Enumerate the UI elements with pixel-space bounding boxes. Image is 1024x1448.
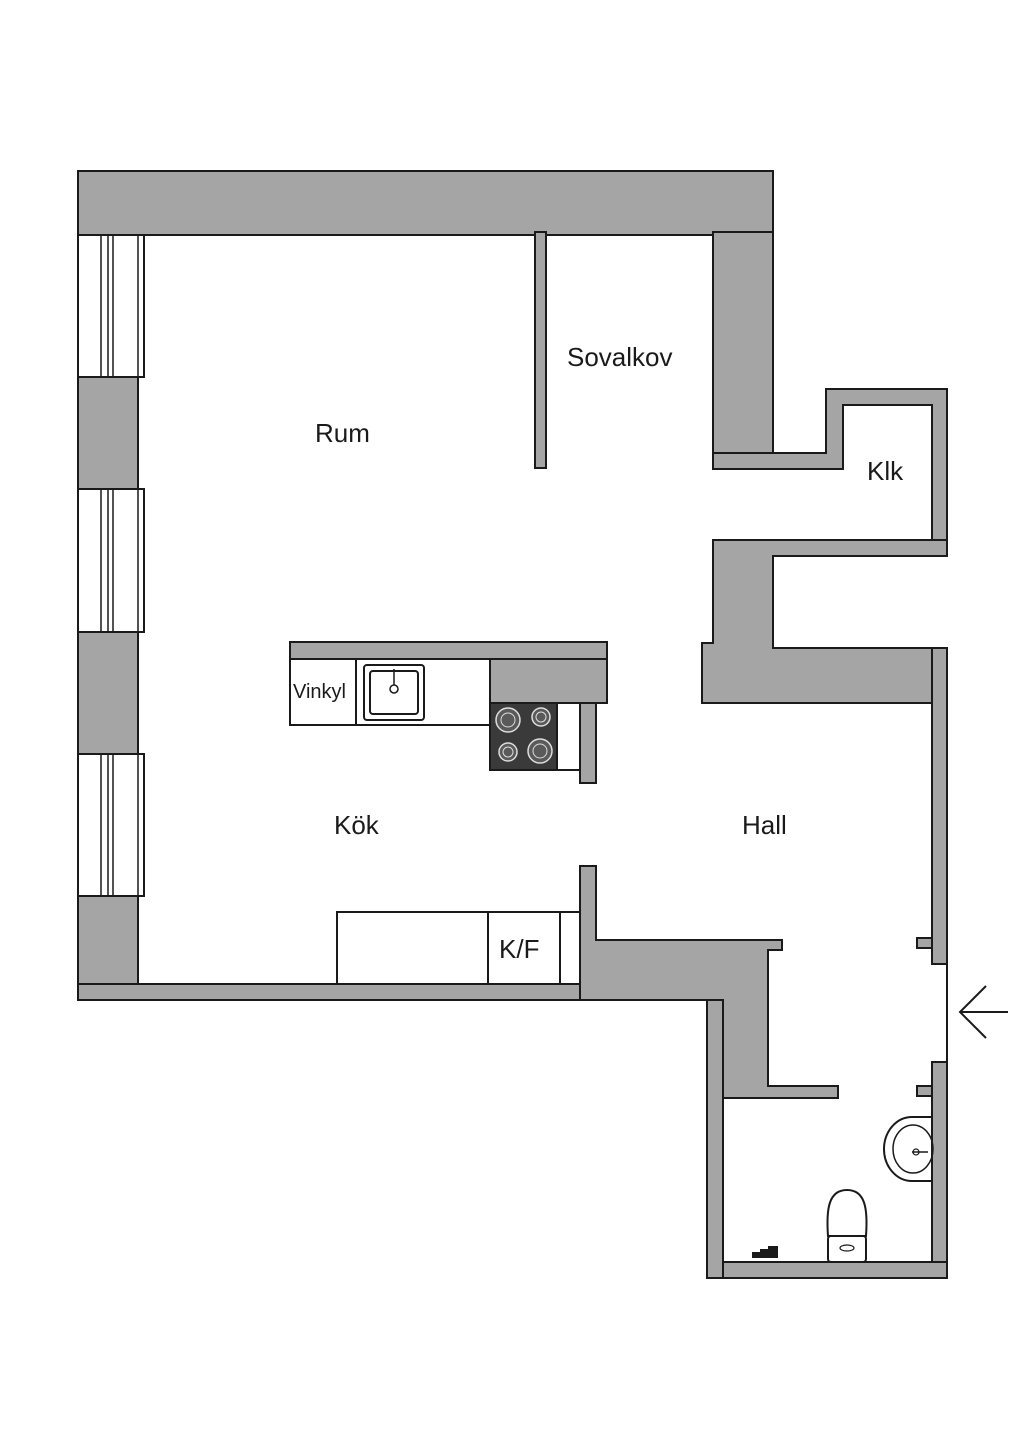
room-label-rum: Rum: [315, 418, 370, 448]
room-label-kok: Kök: [334, 810, 380, 840]
toilet-icon: [826, 1188, 868, 1263]
entrance-arrow-icon: [958, 985, 1008, 1039]
window-1: [77, 234, 145, 378]
exterior-walls: [77, 170, 948, 1279]
fixture-label-vinkyl: Vinkyl: [293, 681, 346, 703]
room-label-klk: Klk: [867, 456, 904, 486]
kitchen-sink-icon: [363, 664, 425, 721]
stove-icon: [489, 702, 558, 771]
room-label-hall: Hall: [742, 810, 787, 840]
fixture-label-kf: K/F: [499, 934, 539, 964]
counter-end: [556, 702, 581, 771]
kitchen-counter-lower: [336, 911, 581, 985]
window-2: [77, 488, 145, 633]
floor-drain-icon: [752, 1246, 778, 1258]
window-3: [77, 753, 145, 897]
washbasin-icon: [883, 1116, 934, 1182]
room-label-sovalkov: Sovalkov: [567, 342, 673, 372]
